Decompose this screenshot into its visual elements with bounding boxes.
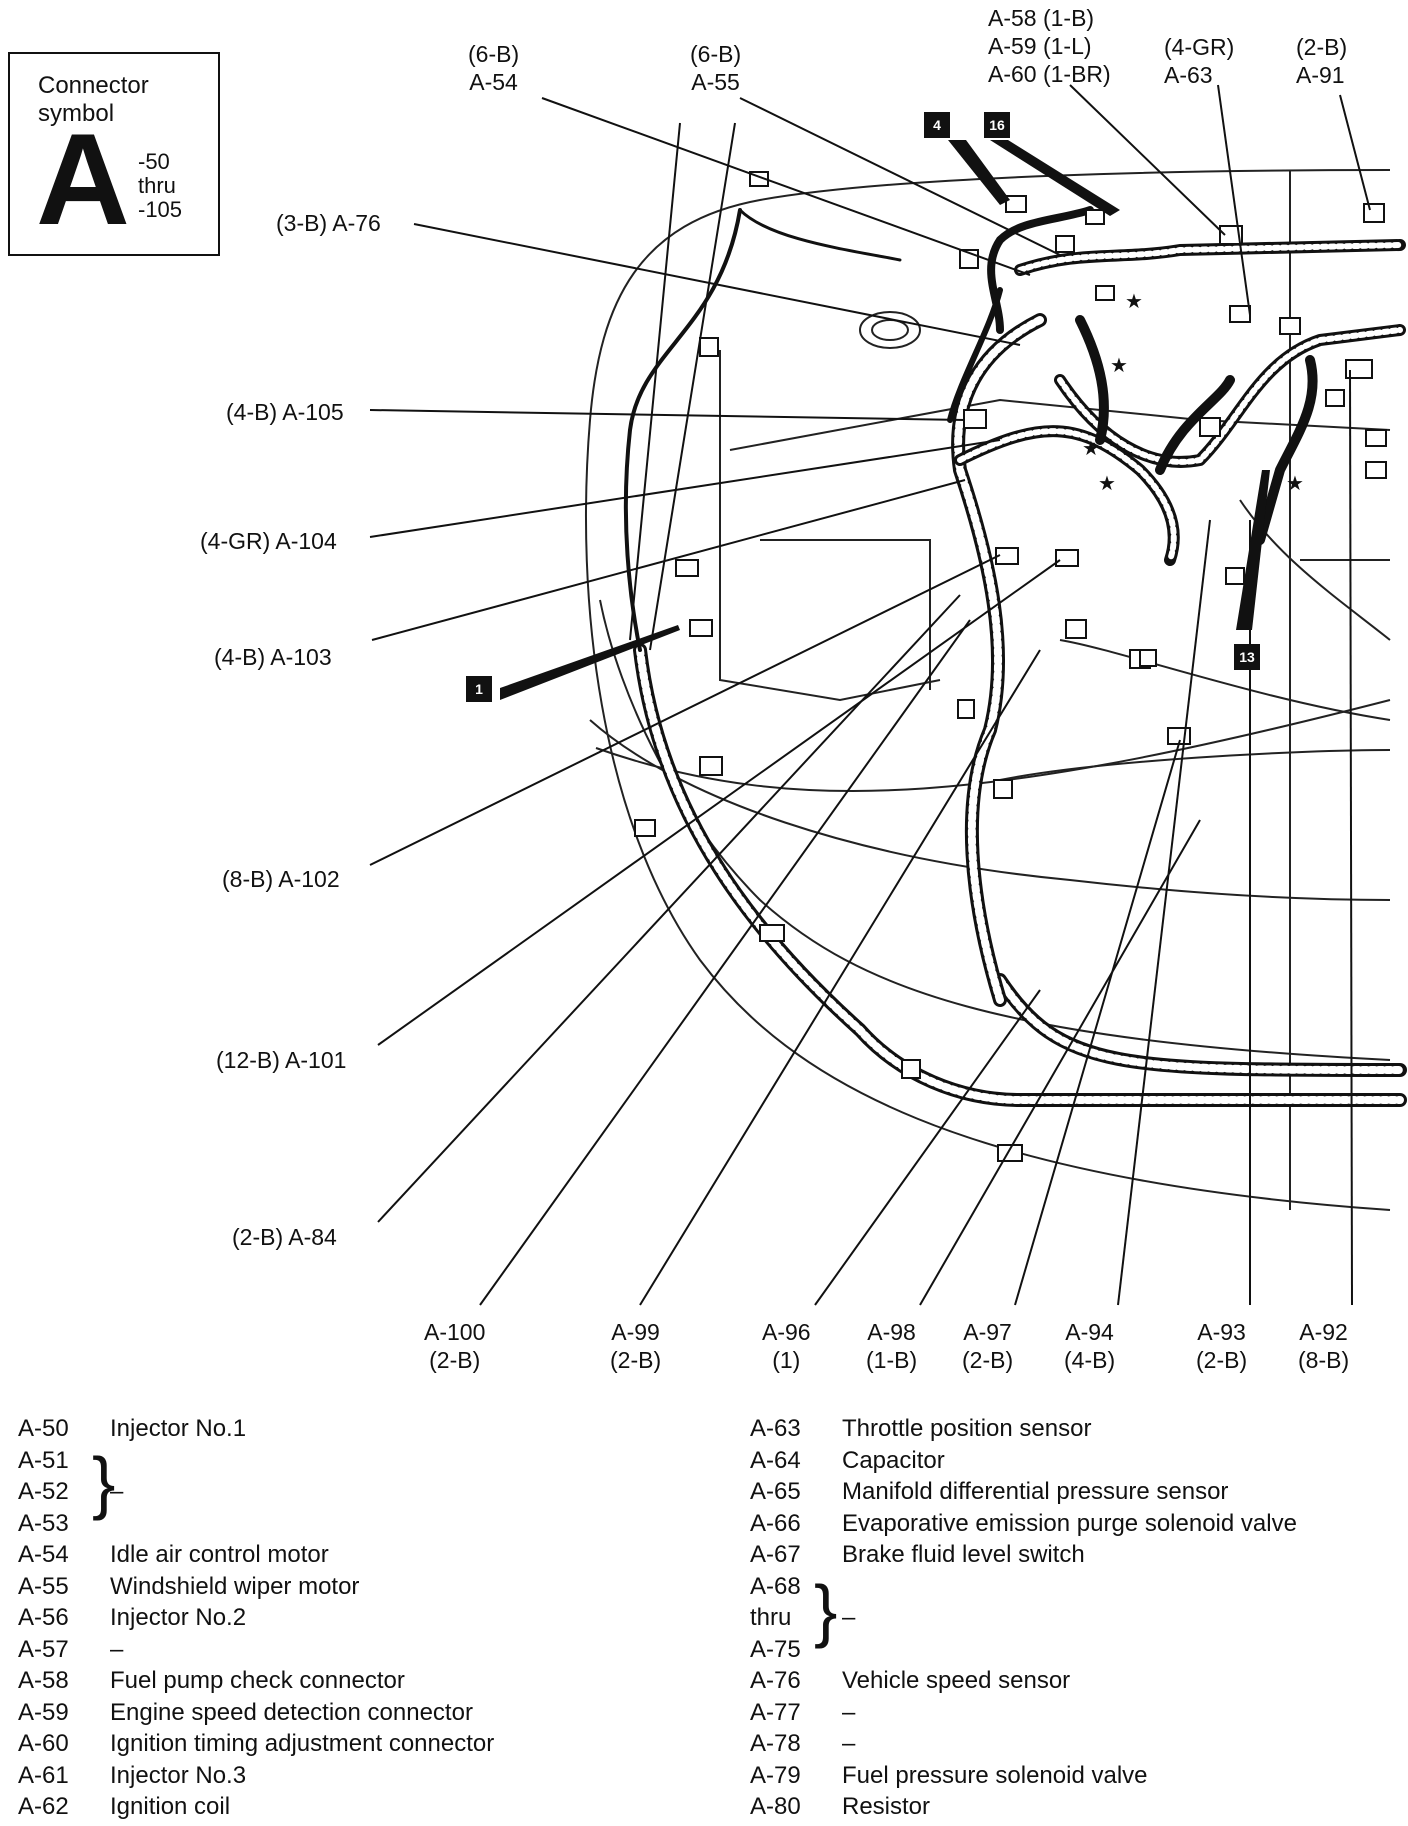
callout-a92: A-92 (8-B) bbox=[1298, 1319, 1350, 1373]
callout-a58-a60: A-58 (1-B) A-59 (1-L) A-60 (1-BR) bbox=[988, 5, 1111, 87]
connector-description: Vehicle speed sensor bbox=[842, 1667, 1071, 1694]
connector-description: Injector No.3 bbox=[110, 1761, 247, 1789]
connector-code: A-55 bbox=[18, 1572, 69, 1600]
callout-a97: A-97 (2-B) bbox=[962, 1319, 1014, 1373]
connector-code: A-67 bbox=[750, 1541, 801, 1568]
connector-code: A-79 bbox=[750, 1761, 801, 1789]
connector-description: – bbox=[110, 1635, 124, 1663]
callout-a55: (6-B) A-55 bbox=[690, 41, 742, 95]
callout-a84: (2-B) A-84 bbox=[232, 1224, 337, 1250]
connector-code: A-52 bbox=[18, 1478, 69, 1505]
legend-letter: A bbox=[36, 106, 130, 252]
engine-harness-diagram: ★ ★ ★ ★ ★ bbox=[369, 84, 1407, 1306]
svg-text:★: ★ bbox=[1286, 471, 1304, 495]
callout-a104: (4-GR) A-104 bbox=[200, 528, 337, 554]
callout-a101: (12-B) A-101 bbox=[216, 1047, 347, 1073]
connector-description: Throttle position sensor bbox=[842, 1415, 1092, 1442]
callout-a105: (4-B) A-105 bbox=[226, 399, 344, 425]
wiring-harness bbox=[623, 206, 1407, 1107]
connector-code: A-78 bbox=[750, 1730, 801, 1757]
badge-16: 16 bbox=[984, 112, 1010, 138]
svg-text:★: ★ bbox=[1110, 353, 1128, 377]
connector-description: – bbox=[842, 1730, 856, 1757]
callout-a91: (2-B) A-91 bbox=[1296, 34, 1348, 88]
connector-description: Manifold differential pressure sensor bbox=[842, 1478, 1229, 1505]
svg-text:★: ★ bbox=[1098, 471, 1116, 495]
connector-code: A-53 bbox=[18, 1509, 69, 1537]
badge-1: 1 bbox=[466, 676, 492, 702]
callout-a93: A-93 (2-B) bbox=[1196, 1319, 1248, 1373]
callout-a63: (4-GR) A-63 bbox=[1164, 34, 1235, 88]
legend-range: -50 thru -105 bbox=[138, 149, 183, 222]
connector-code: A-59 bbox=[18, 1698, 69, 1726]
connector-code: A-51 bbox=[18, 1446, 69, 1474]
connector-symbol-legend: Connector symbol A -50 thru -105 bbox=[8, 52, 220, 256]
connector-description: – bbox=[110, 1478, 124, 1505]
connector-code: A-54 bbox=[18, 1541, 69, 1568]
connector-code: A-64 bbox=[750, 1446, 801, 1474]
connector-code: A-77 bbox=[750, 1698, 801, 1726]
callout-a94: A-94 (4-B) bbox=[1064, 1319, 1116, 1373]
callout-a103: (4-B) A-103 bbox=[214, 644, 332, 670]
connector-description: Injector No.2 bbox=[110, 1604, 247, 1631]
callout-a102: (8-B) A-102 bbox=[222, 866, 340, 892]
leader-lines bbox=[369, 84, 1371, 1306]
connector-code: A-56 bbox=[18, 1604, 69, 1631]
connector-description: Engine speed detection connector bbox=[110, 1698, 473, 1726]
connector-code: A-66 bbox=[750, 1509, 801, 1537]
connector-description: Fuel pump check connector bbox=[110, 1667, 405, 1694]
connector-code: A-65 bbox=[750, 1478, 801, 1505]
connector-code: A-57 bbox=[18, 1635, 69, 1663]
connector-blocks bbox=[634, 171, 1387, 1162]
callout-a76: (3-B) A-76 bbox=[276, 210, 381, 236]
connector-description: – bbox=[842, 1604, 856, 1631]
connector-code: A-50 bbox=[18, 1415, 69, 1442]
svg-text:★: ★ bbox=[1125, 289, 1143, 313]
connector-code: A-58 bbox=[18, 1667, 69, 1694]
connector-description: Idle air control motor bbox=[110, 1541, 329, 1568]
star-markers: ★ ★ ★ ★ ★ bbox=[1082, 289, 1304, 495]
connector-description: Resistor bbox=[842, 1793, 931, 1820]
connector-code: A-62 bbox=[18, 1793, 69, 1820]
connector-description: Ignition coil bbox=[110, 1793, 231, 1820]
brace-a68-a75: } bbox=[814, 1571, 838, 1649]
connector-description: Windshield wiper motor bbox=[110, 1572, 360, 1600]
connector-code: A-80 bbox=[750, 1793, 801, 1820]
connector-code: A-60 bbox=[18, 1730, 69, 1757]
connector-description: Brake fluid level switch bbox=[842, 1541, 1085, 1568]
brace-a51-a53: } bbox=[92, 1443, 116, 1521]
vehicle-outline bbox=[584, 169, 1391, 1211]
callout-a100: A-100 (2-B) bbox=[424, 1319, 486, 1373]
connector-code: A-63 bbox=[750, 1415, 801, 1442]
callout-a99: A-99 (2-B) bbox=[610, 1319, 662, 1373]
callout-a54: (6-B) A-54 bbox=[468, 41, 520, 95]
connector-description: Fuel pressure solenoid valve bbox=[842, 1761, 1148, 1789]
legend-title: Connector symbol bbox=[38, 72, 149, 127]
connector-code: thru bbox=[750, 1604, 792, 1631]
connector-description: Ignition timing adjustment connector bbox=[110, 1730, 495, 1757]
connector-code: A-61 bbox=[18, 1761, 69, 1789]
callout-a98: A-98 (1-B) bbox=[866, 1319, 918, 1373]
callout-a96: A-96 (1) bbox=[762, 1319, 811, 1373]
connector-code: A-68 bbox=[750, 1572, 801, 1600]
connector-description: – bbox=[842, 1698, 856, 1726]
connector-description: Evaporative emission purge solenoid valv… bbox=[842, 1509, 1297, 1537]
connector-code: A-76 bbox=[750, 1667, 801, 1694]
connector-description: Injector No.1 bbox=[110, 1415, 247, 1442]
connector-description: Capacitor bbox=[842, 1446, 945, 1474]
badge-4: 4 bbox=[924, 112, 950, 138]
badge-13: 13 bbox=[1234, 644, 1260, 670]
badge-pointers bbox=[500, 140, 1270, 700]
svg-text:★: ★ bbox=[1082, 436, 1100, 460]
connector-code: A-75 bbox=[750, 1635, 801, 1663]
